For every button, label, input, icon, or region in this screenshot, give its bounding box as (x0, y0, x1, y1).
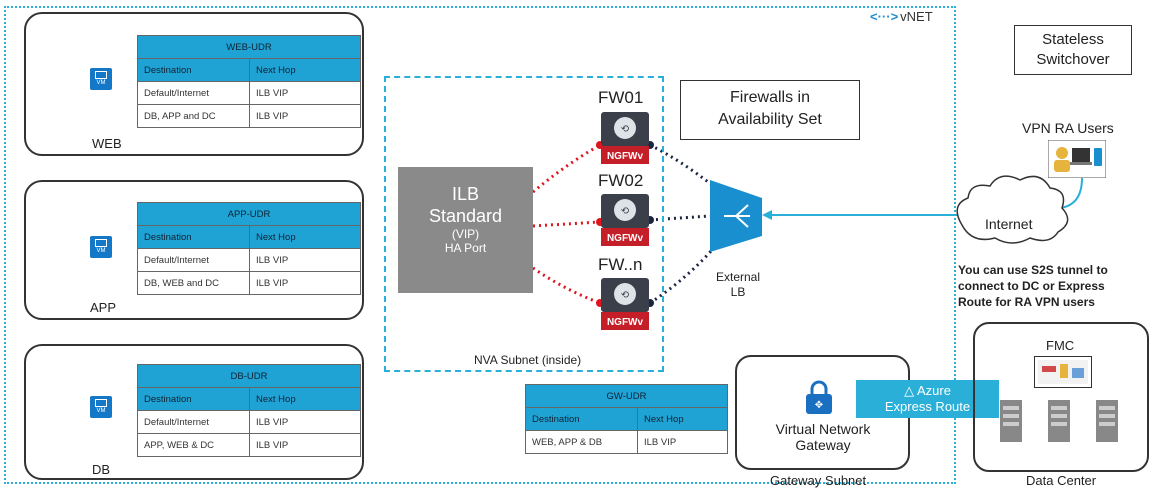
fwn-label: FW..n (598, 255, 643, 274)
nva-subnet (384, 76, 664, 372)
fw01-elb-link (649, 143, 713, 187)
fw-badge: NGFWv (607, 151, 644, 162)
svg-text:⟲: ⟲ (621, 206, 630, 217)
table-cell: WEB, APP & DB (525, 430, 638, 454)
fw02-label: FW02 (598, 171, 644, 190)
table-cell: ILB VIP (249, 271, 361, 295)
fmc-label: FMC (1046, 338, 1075, 353)
web-tier-label: WEB (92, 136, 122, 151)
firewall-icon: ⟲ NGFWv (601, 194, 649, 246)
ilb-label: ILB (451, 184, 480, 204)
table-cell: DB, WEB and DC (137, 271, 250, 295)
table-cell: Default/Internet (137, 81, 250, 105)
fwn-elb-link (649, 248, 714, 305)
gateway-subnet-label: Gateway Subnet (770, 473, 867, 488)
fmc-monitor-icon (1034, 356, 1092, 388)
internet-label: Internet (985, 216, 1033, 232)
db-vm-icon: VM (90, 396, 112, 418)
table-cell: ILB VIP (637, 430, 728, 454)
column-header: Destination (137, 225, 250, 249)
ilb-type: Standard (428, 206, 503, 226)
data-center-label: Data Center (1026, 473, 1097, 488)
table-cell: ILB VIP (249, 81, 361, 105)
table-cell: ILB VIP (249, 104, 361, 128)
table-cell: DB, APP and DC (137, 104, 250, 128)
column-header: Destination (525, 407, 638, 431)
lock-icon: ✥ (806, 380, 832, 414)
udr-title: DB-UDR (137, 364, 361, 388)
udr-title: GW-UDR (525, 384, 728, 408)
table-cell: ILB VIP (249, 248, 361, 272)
column-header: Next Hop (637, 407, 728, 431)
internet-vpn-link (1059, 177, 1083, 209)
svg-text:⟲: ⟲ (621, 124, 630, 135)
table-cell: APP, WEB & DC (137, 433, 250, 457)
column-header: Next Hop (249, 58, 361, 82)
ilb-fw01-link (532, 143, 601, 194)
app-vm-icon: VM (90, 236, 112, 258)
firewall-icon: ⟲ NGFWv (601, 278, 649, 330)
vpn-users-icon (1048, 140, 1106, 178)
vnet-icon: <···> (870, 9, 899, 24)
nva-subnet-label: NVA Subnet (inside) (474, 353, 582, 367)
server-rack-icon (1000, 400, 1118, 442)
data-center-box (973, 322, 1149, 472)
firewall-icon: ⟲ NGFWv (601, 112, 649, 164)
express-route-icon: △ (904, 383, 917, 398)
column-header: Next Hop (249, 225, 361, 249)
column-header: Destination (137, 387, 250, 411)
db-tier-label: DB (92, 462, 111, 477)
app-tier-label: APP (90, 300, 117, 315)
fw01-label: FW01 (598, 88, 644, 107)
ilb-standard-box: ILB Standard (VIP) HA Port (398, 167, 533, 293)
table-cell: ILB VIP (249, 433, 361, 457)
table-cell: ILB VIP (249, 410, 361, 434)
ilb-vip: (VIP) (451, 227, 480, 241)
arrow-head-icon (762, 210, 772, 220)
vnet-boundary (4, 6, 956, 484)
vpn-users-label: VPN RA Users (1022, 120, 1114, 136)
fw-badge: NGFWv (607, 317, 644, 328)
ilb-fw02-link (532, 220, 601, 228)
fw02-elb-link (649, 214, 711, 222)
web-vm-icon: VM (90, 68, 112, 90)
table-cell: Default/Internet (137, 410, 250, 434)
availability-set-box: Firewalls in Availability Set (680, 80, 860, 140)
express-route-badge: △ Azure Express Route (856, 380, 999, 418)
column-header: Next Hop (249, 387, 361, 411)
svg-text:⟲: ⟲ (621, 290, 630, 301)
ilb-ha-port: HA Port (444, 241, 487, 255)
vnet-label: <···>vNET (870, 9, 933, 24)
svg-text:✥: ✥ (815, 400, 823, 411)
fw-badge: NGFWv (607, 233, 644, 244)
ilb-fwn-link (532, 266, 601, 305)
internet-cloud-icon (956, 175, 1069, 244)
table-cell: Default/Internet (137, 248, 250, 272)
